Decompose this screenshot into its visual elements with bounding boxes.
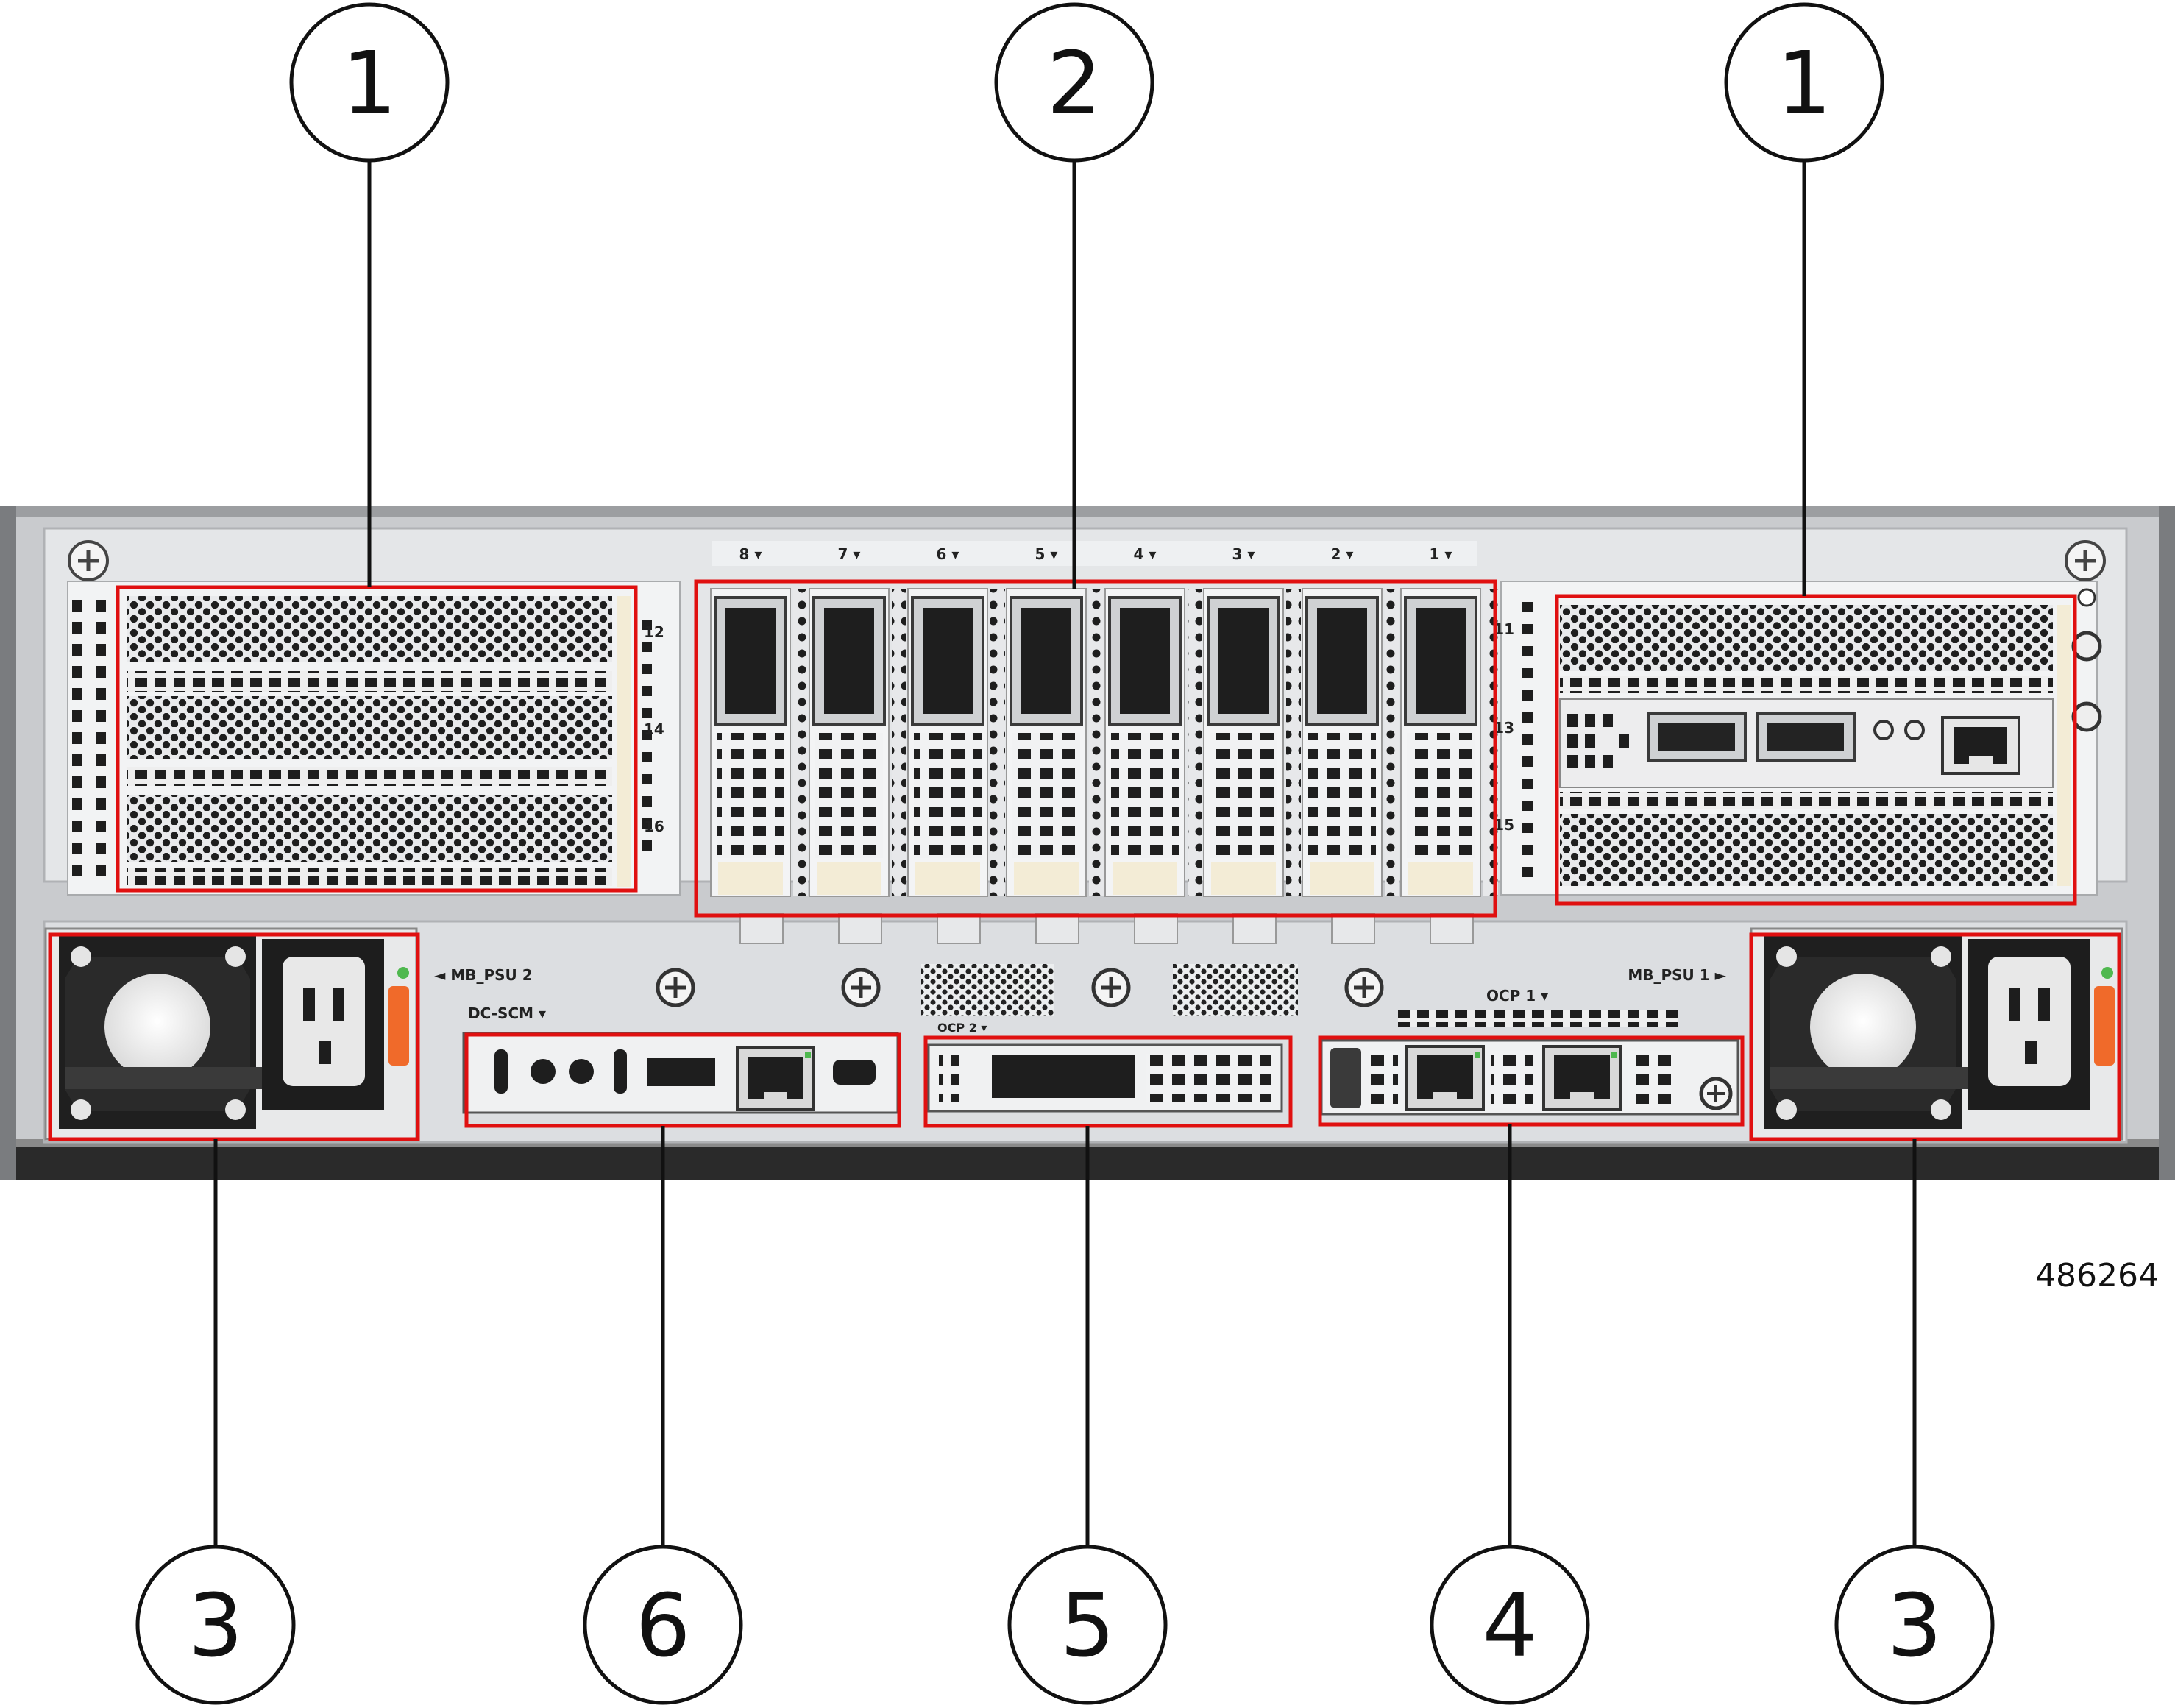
rj45-port-icon [736, 1046, 815, 1111]
highlight-gpu-slots [694, 579, 1497, 918]
status-led-icon [2071, 588, 2102, 732]
highlight-ocp-2 [923, 1035, 1293, 1128]
slot-label-14: 14 [644, 720, 664, 738]
power-inlet-icon [262, 939, 384, 1110]
gpu-slot [1302, 588, 1399, 944]
qsfp-port-icon [1647, 712, 1747, 762]
dc-scm-label: DC-SCM ▾ [468, 1004, 546, 1022]
highlight-left-riser [116, 585, 638, 893]
svg-text:2: 2 [1046, 32, 1101, 134]
gpu-slot [1104, 588, 1202, 944]
gpu-slot-label: 5 ▾ [1035, 545, 1058, 563]
right-pcie-riser [1500, 581, 2102, 896]
vent-grille [921, 964, 1054, 1016]
slot-label-13: 13 [1494, 719, 1514, 737]
svg-text:1: 1 [341, 32, 397, 134]
leader-lines [213, 160, 1917, 1548]
gpu-slot-label: 6 ▾ [937, 545, 959, 563]
psu-led-icon [397, 967, 409, 979]
ocp2-label: OCP 2 ▾ [937, 1021, 987, 1035]
highlight-right-riser [1555, 594, 2077, 906]
fan-icon [1764, 936, 1968, 1129]
psu1-label: MB_PSU 1 ► [1628, 966, 1726, 984]
callout-5: 5 [1007, 1545, 1168, 1705]
thumbscrew-icon [1091, 968, 1131, 1007]
callout-4: 4 [1430, 1545, 1590, 1705]
usb-a-port-icon [647, 1058, 715, 1086]
svg-text:1: 1 [1776, 32, 1831, 134]
psu2-label: ◄ MB_PSU 2 [434, 966, 533, 984]
highlight-dc-scm [464, 1032, 901, 1128]
highlight-left-psu [48, 932, 420, 1141]
gpu-slot-label: 7 ▾ [838, 545, 861, 563]
gpu-slot [1203, 588, 1301, 944]
gpu-slot [809, 588, 906, 944]
rj45-port-icon [1941, 716, 2020, 775]
svg-text:3: 3 [188, 1575, 243, 1676]
highlight-boxes [48, 579, 2121, 1141]
highlight-ocp-1 [1318, 1035, 1745, 1127]
callout-1-right: 1 [1724, 2, 1884, 163]
usb-c-port-icon [614, 1049, 627, 1094]
svg-text:4: 4 [1482, 1575, 1537, 1676]
callout-3-right: 3 [1834, 1545, 1995, 1705]
gpu-slot-label: 2 ▾ [1331, 545, 1354, 563]
gpu-slot [1400, 588, 1498, 944]
thumbscrew-icon [1344, 968, 1384, 1007]
thumbscrew-icon [656, 968, 695, 1007]
gpu-slot-label: 1 ▾ [1430, 545, 1452, 563]
vent-grille [1173, 964, 1298, 1016]
psu-release-latch[interactable] [388, 986, 409, 1066]
left-pcie-riser [67, 581, 681, 896]
gpu-slot-label: 3 ▾ [1232, 545, 1255, 563]
thumbscrew-icon [1699, 1077, 1733, 1110]
button-icon [531, 1059, 556, 1084]
button-icon [569, 1059, 594, 1084]
mini-display-port-icon [833, 1060, 876, 1085]
slot-label-15: 15 [1494, 816, 1514, 834]
ocp-2-slot [927, 1043, 1283, 1113]
psu-release-latch[interactable] [2094, 986, 2115, 1066]
svg-text:3: 3 [1887, 1575, 1942, 1676]
rj45-port-icon [1542, 1045, 1622, 1111]
rj45-port-icon [1405, 1045, 1485, 1111]
dc-scm-module [462, 1032, 899, 1114]
qsfp-port-icon [1756, 712, 1856, 762]
gpu-slot-label-group: 8 ▾ 7 ▾ 6 ▾ 5 ▾ 4 ▾ 3 ▾ 2 ▾ 1 ▾ [739, 545, 1452, 563]
psu-led-icon [2101, 967, 2113, 979]
power-inlet-icon [1968, 939, 2090, 1110]
left-power-supply [44, 927, 418, 1141]
callout-6: 6 [583, 1545, 743, 1705]
thumbscrew-icon [2065, 540, 2106, 581]
thumbscrew-icon [68, 540, 109, 581]
ocp-1-nic [1320, 1039, 1739, 1116]
thumbscrew-icon [841, 968, 881, 1007]
callout-3-left: 3 [135, 1545, 296, 1705]
svg-text:6: 6 [635, 1575, 690, 1676]
figure-id: 486264 [2035, 1257, 2159, 1294]
gpu-slot [1006, 588, 1104, 944]
gpu-slot-label: 4 ▾ [1134, 545, 1157, 563]
led-icon [1873, 720, 1925, 740]
slot-label-16: 16 [644, 818, 664, 835]
slot-label-11: 11 [1494, 620, 1514, 638]
gpu-slot [907, 588, 1005, 944]
usb-c-port-icon [494, 1049, 508, 1094]
slot-label-12: 12 [644, 623, 664, 641]
ocp1-label: OCP 1 ▾ [1486, 987, 1548, 1004]
gpu-slot-group [710, 541, 1498, 944]
svg-text:5: 5 [1060, 1575, 1115, 1676]
vent-grille [1398, 1010, 1678, 1027]
highlight-right-psu [1749, 932, 2121, 1141]
right-power-supply [1750, 927, 2123, 1141]
gpu-slot [710, 588, 808, 944]
callout-1-left: 1 [289, 2, 450, 163]
callout-2: 2 [994, 2, 1154, 163]
gpu-slot-label: 8 ▾ [739, 545, 762, 563]
fan-icon [59, 936, 262, 1129]
